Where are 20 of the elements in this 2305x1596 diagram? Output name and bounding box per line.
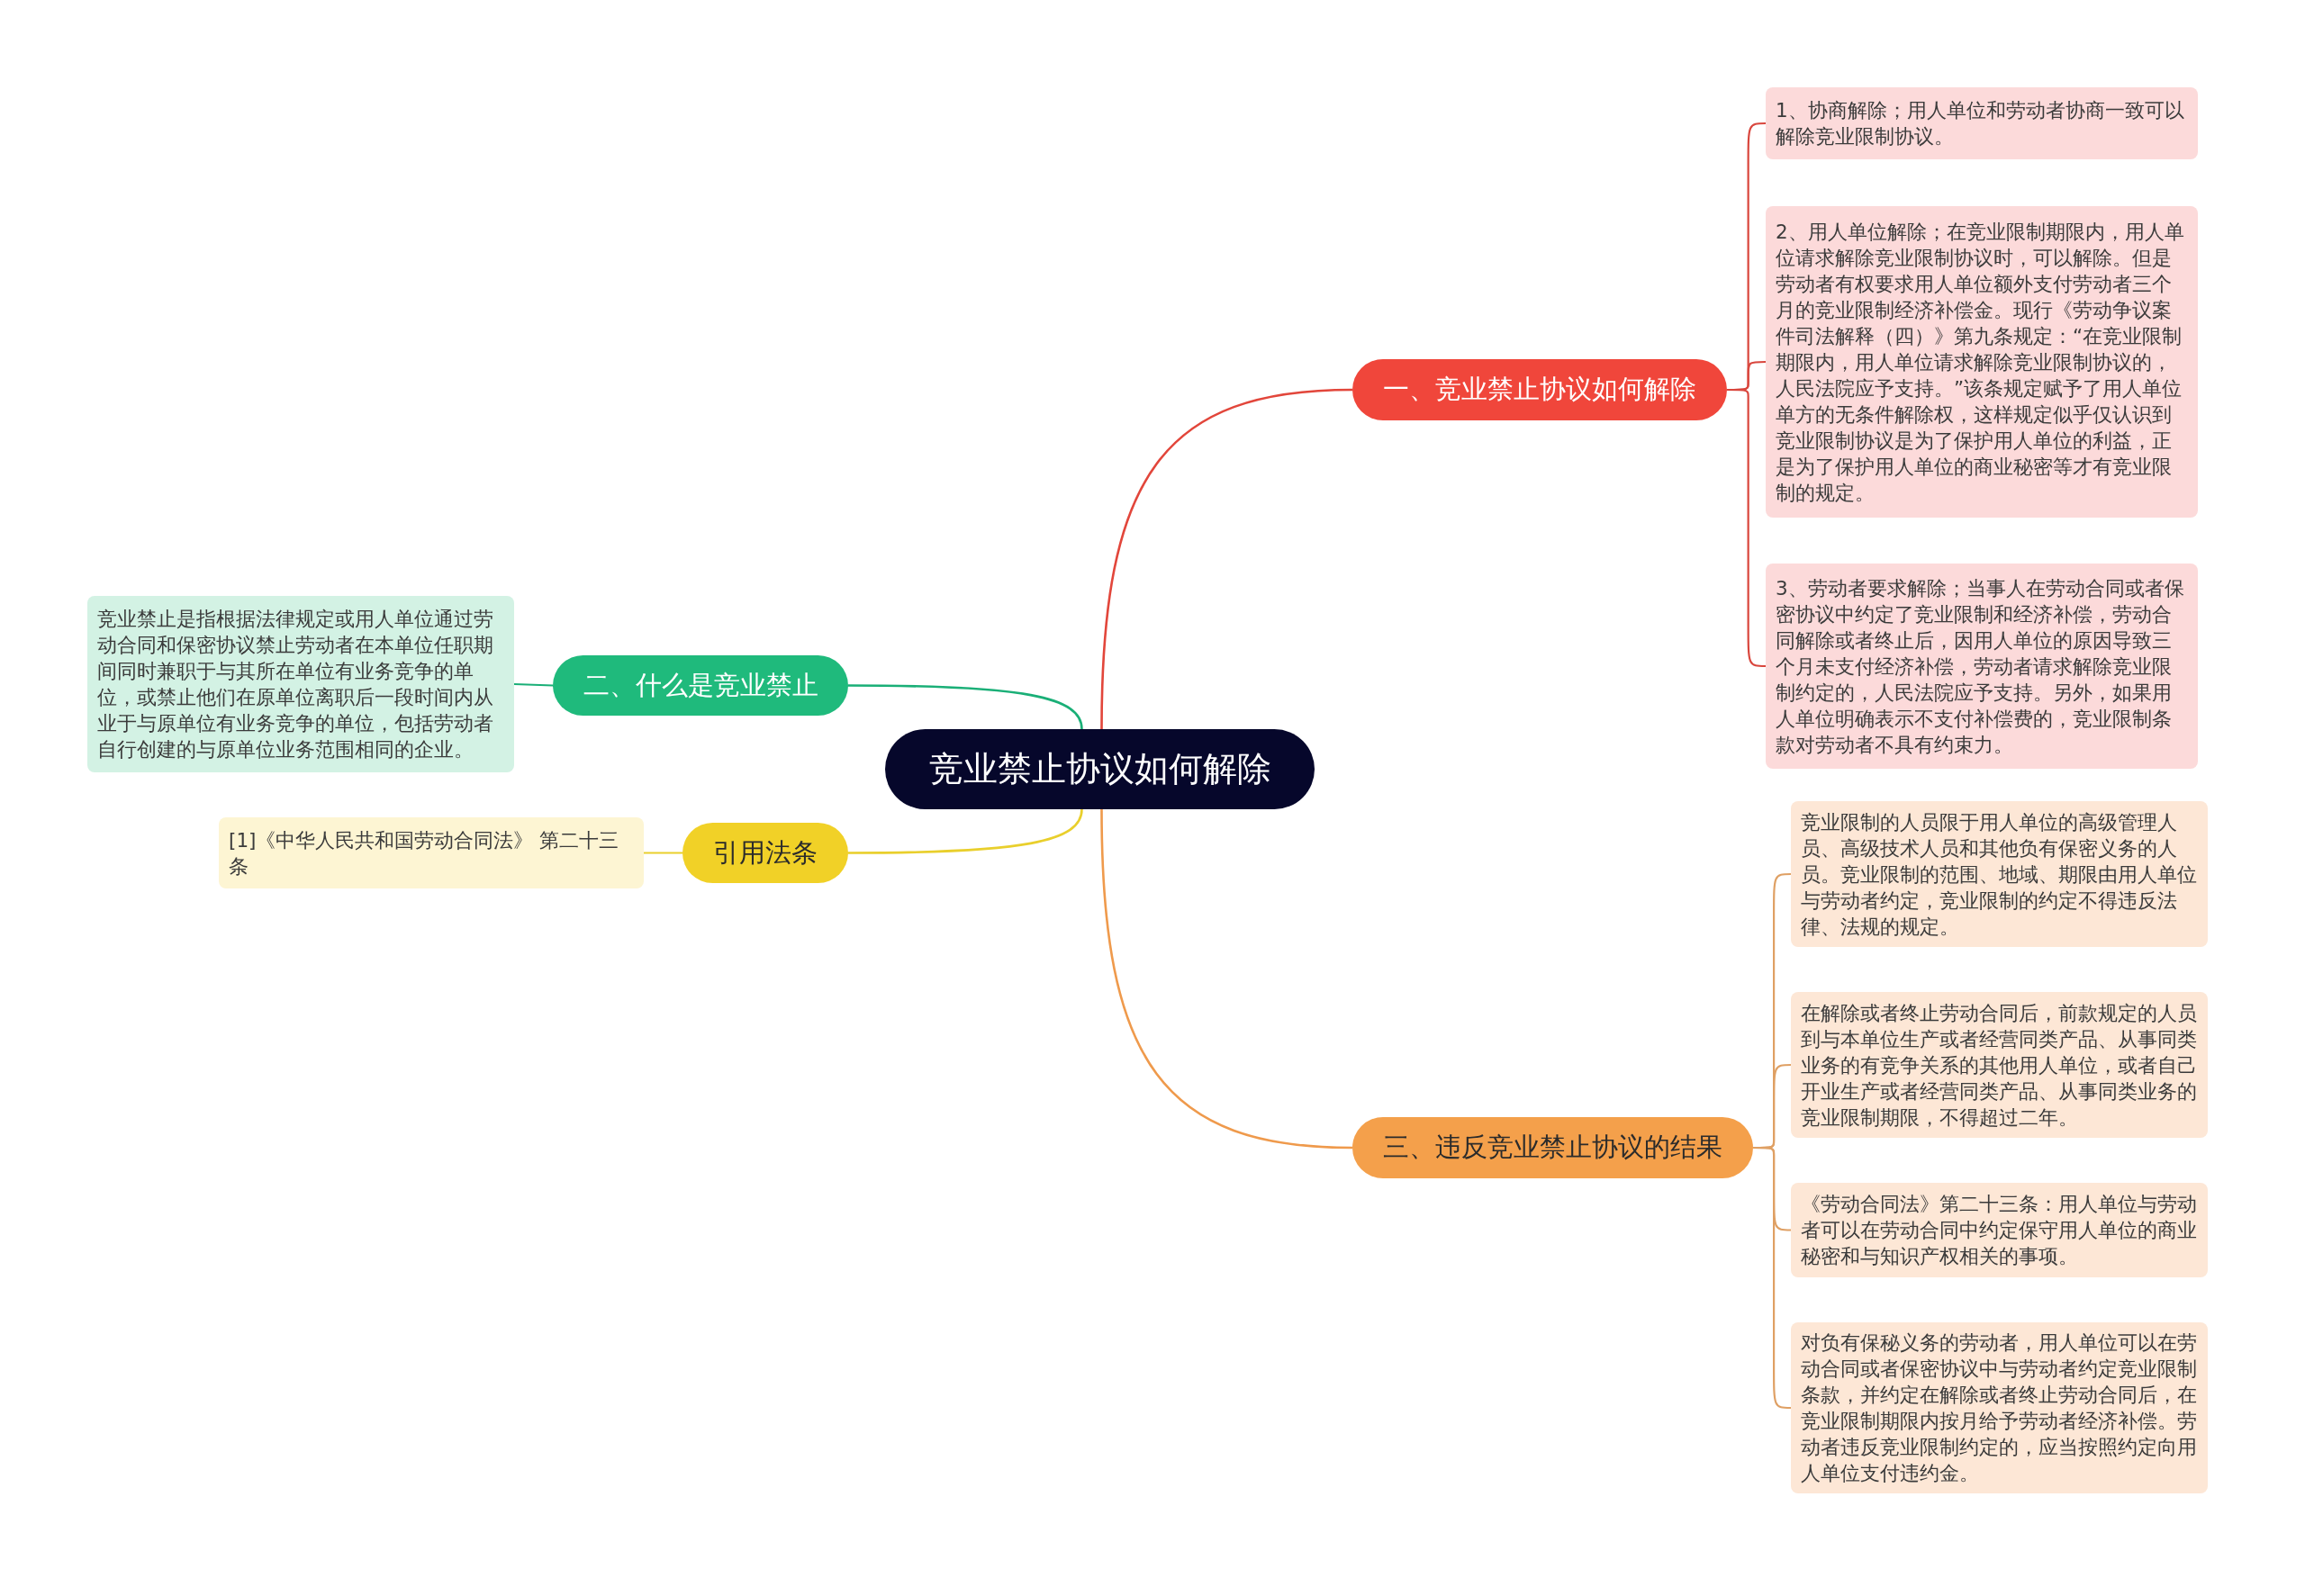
central-topic: 竞业禁止协议如何解除 bbox=[885, 729, 1315, 809]
note-card: 3、劳动者要求解除；当事人在劳动合同或者保密协议中约定了竞业限制和经济补偿，劳动合同解除或者终止后，因用人单位的原因导致三个月未支付经济补偿，劳动者请求解除竞业限制约定的，人民法院应予支持。另外，如果用人单位明确表示不支付补偿费的，竞业限制条款对劳动者不具有约束力。 bbox=[1766, 564, 2198, 769]
branch-topic: 二、什么是竞业禁止 bbox=[553, 655, 848, 716]
note-card: 1、协商解除；用人单位和劳动者协商一致可以解除竞业限制协议。 bbox=[1766, 87, 2198, 159]
note-card: [1]《中华人民共和国劳动合同法》 第二十三条 bbox=[219, 817, 644, 888]
note-card: 2、用人单位解除；在竞业限制期限内，用人单位请求解除竞业限制协议时，可以解除。但是劳动者有权要求用人单位额外支付劳动者三个月的竞业限制经济补偿金。现行《劳动争议案件司法解释（四）》第九条规定：“在竞业限制期限内，用人单位请求解除竞业限制协议的，人民法院应予支持。”该条规定赋予了用人单位单方的无条件解除权，这样规定似乎仅认识到竞业限制协议是为了保护用人单位的利益，正是为了保护用人单位的商业秘密等才有竞业限制的规定。 bbox=[1766, 206, 2198, 518]
note-card: 对负有保秘义务的劳动者，用人单位可以在劳动合同或者保密协议中与劳动者约定竞业限制条款，并约定在解除或者终止劳动合同后，在竞业限制期限内按月给予劳动者经济补偿。劳动者违反竞业限制约定的，应当按照约定向用人单位支付违约金。 bbox=[1791, 1322, 2208, 1493]
connector-line bbox=[848, 808, 1083, 854]
connector-line bbox=[644, 852, 682, 854]
connector-line bbox=[848, 684, 1083, 730]
branch-topic: 三、违反竞业禁止协议的结果 bbox=[1352, 1117, 1753, 1178]
note-card: 在解除或者终止劳动合同后，前款规定的人员到与本单位生产或者经营同类产品、从事同类业务的有竞争关系的其他用人单位，或者自己开业生产或者经营同类产品、从事同类业务的竞业限制期限，不得超过二年。 bbox=[1791, 992, 2208, 1138]
note-card: 《劳动合同法》第二十三条：用人单位与劳动者可以在劳动合同中约定保守用人单位的商业秘密和与知识产权相关的事项。 bbox=[1791, 1183, 2208, 1277]
connector-line bbox=[513, 682, 554, 687]
connector-line bbox=[1100, 808, 1353, 1150]
branch-topic: 引用法条 bbox=[682, 823, 848, 883]
branch-topic: 一、竞业禁止协议如何解除 bbox=[1352, 359, 1727, 420]
note-card: 竞业限制的人员限于用人单位的高级管理人员、高级技术人员和其他负有保密义务的人员。竞业限制的范围、地域、期限由用人单位与劳动者约定，竞业限制的约定不得违反法律、法规的规定。 bbox=[1791, 801, 2208, 947]
note-card: 竞业禁止是指根据法律规定或用人单位通过劳动合同和保密协议禁止劳动者在本单位任职期间同时兼职于与其所在单位有业务竞争的单位，或禁止他们在原单位离职后一段时间内从业于与原单位有业务竞争的单位，包括劳动者自行创建的与原单位业务范围相同的企业。 bbox=[87, 596, 514, 772]
connector-line bbox=[1100, 388, 1353, 730]
